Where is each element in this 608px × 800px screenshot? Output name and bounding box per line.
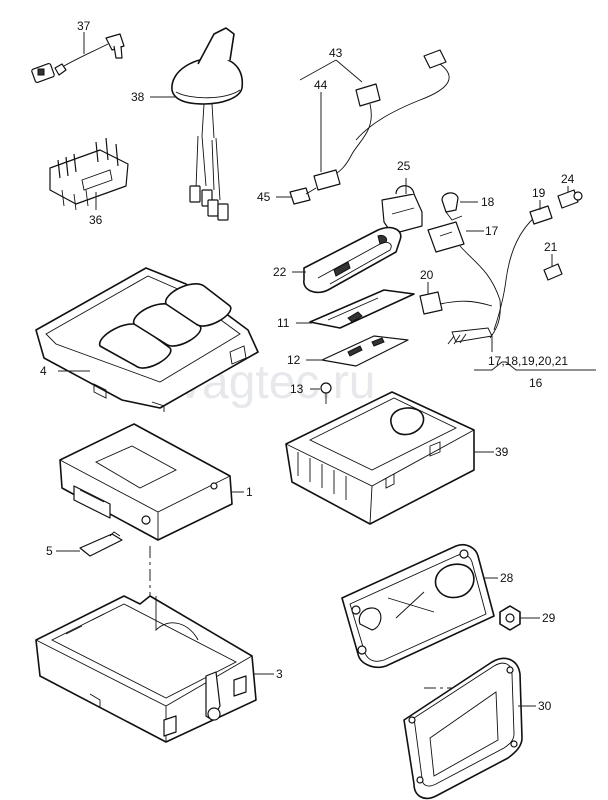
callout-12: 12 bbox=[287, 353, 301, 367]
leader-43a bbox=[299, 59, 337, 81]
callout-18: 18 bbox=[481, 195, 495, 209]
callout-19: 19 bbox=[532, 186, 546, 200]
callout-13: 13 bbox=[290, 382, 304, 396]
part-36-holder bbox=[49, 137, 129, 211]
callout-30: 30 bbox=[538, 699, 552, 713]
callout-21: 21 bbox=[544, 240, 558, 254]
part-39-housing bbox=[285, 391, 475, 525]
callout-39: 39 bbox=[495, 445, 509, 459]
part-12-strip bbox=[321, 335, 409, 367]
part-4-cover bbox=[35, 267, 259, 412]
part-43-harness bbox=[289, 49, 450, 205]
callout-37: 37 bbox=[77, 19, 91, 33]
part-28-plate bbox=[341, 543, 495, 669]
callout-4: 4 bbox=[40, 364, 47, 378]
callout-11: 11 bbox=[277, 316, 290, 330]
part-29-nut bbox=[499, 605, 521, 631]
part-30-control-unit bbox=[403, 657, 523, 800]
part-22-cover bbox=[303, 226, 402, 294]
part-5-card bbox=[79, 531, 123, 557]
callout-20: 20 bbox=[420, 268, 434, 282]
part-37-cable bbox=[31, 33, 125, 84]
callout-3: 3 bbox=[276, 667, 283, 681]
callout-28: 28 bbox=[500, 571, 514, 585]
callout-5: 5 bbox=[46, 544, 53, 558]
part-3-tray bbox=[35, 595, 257, 743]
callout-22: 22 bbox=[273, 265, 287, 279]
part-11-plate bbox=[309, 289, 415, 329]
part-1-module bbox=[59, 423, 233, 541]
callout-16-group: 17,18,19,20,21 bbox=[488, 354, 568, 368]
callout-1: 1 bbox=[246, 485, 253, 499]
part-13-screw bbox=[320, 382, 332, 404]
callout-44: 44 bbox=[314, 78, 328, 92]
callout-38: 38 bbox=[131, 90, 145, 104]
leader-43b bbox=[335, 59, 363, 83]
callout-25: 25 bbox=[397, 159, 411, 173]
callout-36: 36 bbox=[89, 213, 103, 227]
callout-29: 29 bbox=[542, 611, 556, 625]
bracket-16 bbox=[474, 361, 596, 371]
part-25-holder bbox=[381, 185, 423, 235]
callout-45: 45 bbox=[257, 190, 271, 204]
callout-16: 16 bbox=[529, 376, 543, 390]
part-17-connector-harness bbox=[419, 189, 583, 345]
callout-24: 24 bbox=[561, 172, 575, 186]
callout-43: 43 bbox=[329, 46, 343, 60]
part-38-antenna bbox=[171, 27, 244, 221]
callout-17: 17 bbox=[485, 224, 499, 238]
part-18-clip bbox=[441, 192, 463, 221]
